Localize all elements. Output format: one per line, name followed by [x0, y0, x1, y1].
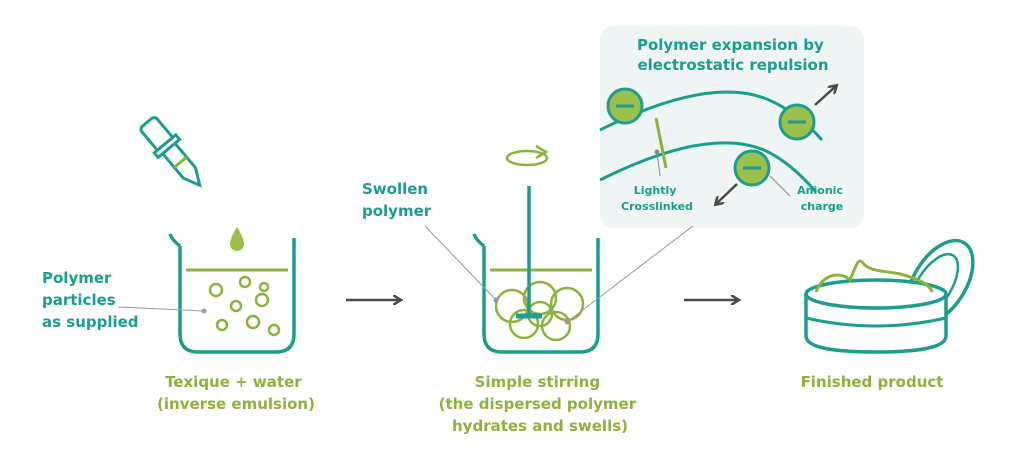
cream	[814, 259, 934, 293]
step2-caption-line-3: hydrates and swells)	[452, 417, 628, 435]
swollen-label-line-1: Swollen	[362, 180, 428, 198]
step1-caption-line-2: (inverse emulsion)	[157, 395, 315, 413]
rotation-icon	[505, 144, 549, 167]
swollen-label-line-2: polymer	[362, 202, 432, 220]
anionic-label-line-2: charge	[801, 200, 844, 213]
svg-text:Texique + water (inverse e: Texique + water (inverse emulsion)	[157, 373, 315, 413]
crosslinked-label-line-2: Crosslinked	[621, 200, 693, 213]
polymer-chain-lower	[599, 141, 818, 193]
droplet	[230, 227, 244, 251]
anionic-label-line-1: Anionic	[797, 184, 843, 197]
svg-text:Finished product: Finished product	[801, 373, 944, 391]
beaker-2	[424, 186, 694, 354]
step1-caption-line-1: Texique + water	[165, 373, 302, 391]
step2-caption-line-1: Simple stirring	[475, 373, 600, 391]
inset-panel: Polymer expansion by electrostatic repul…	[599, 26, 864, 228]
step2-caption-line-2: (the dispersed polymer	[439, 395, 637, 413]
inset-title-line-2: electrostatic repulsion	[637, 56, 828, 74]
stirrer-icon	[516, 186, 542, 319]
svg-text:Polymer particles as s: Polymer particles as supplied	[42, 269, 139, 331]
particles-label-line-2: particles	[42, 291, 116, 309]
beaker-1	[117, 233, 296, 354]
repulsion-arrow	[814, 86, 836, 106]
anionic-charge-icon	[778, 103, 816, 141]
svg-text:Lightly Crosslinked: Lightly Crosslinked	[621, 184, 693, 213]
particles-label-line-3: as supplied	[42, 313, 139, 331]
repulsion-arrow	[716, 183, 738, 204]
particles-label-line-1: Polymer	[42, 269, 112, 287]
jar-icon	[804, 238, 975, 354]
crosslink	[654, 117, 668, 169]
svg-text:Anionic charge: Anionic charge	[797, 184, 847, 213]
svg-text:Polymer expansion by ele: Polymer expansion by electrostatic repul…	[637, 36, 829, 74]
svg-text:Swollen polymer: Swollen polymer	[362, 180, 433, 220]
crosslinked-label-line-1: Lightly	[634, 184, 677, 197]
dropper-icon	[139, 116, 244, 251]
step3-caption: Finished product	[801, 373, 944, 391]
svg-text:Simple stirring (the dispe: Simple stirring (the dispersed polymer h…	[439, 373, 642, 435]
inset-title-line-1: Polymer expansion by	[637, 36, 824, 54]
anionic-charge-icon	[606, 87, 644, 125]
anionic-charge-icon	[733, 149, 771, 187]
